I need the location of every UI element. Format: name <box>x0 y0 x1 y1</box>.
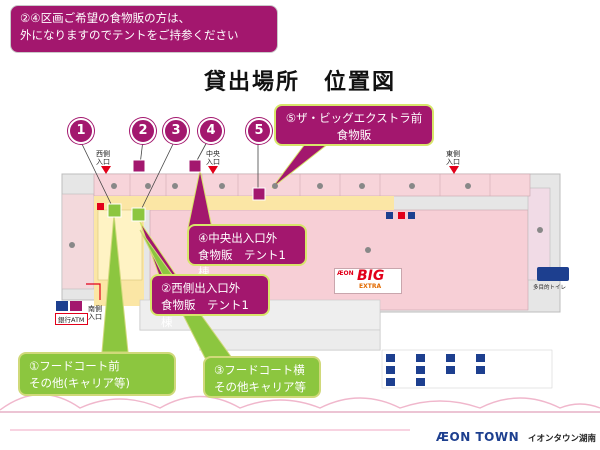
callout-2-line2: 食物販 テント1 棟 <box>161 298 249 329</box>
marker-3: 3 <box>163 118 189 144</box>
callout-3-line2: その他キャリア等 <box>214 380 306 394</box>
callout-5-line2: 食物販 <box>336 128 372 142</box>
atm-label: 銀行ATM <box>55 313 88 325</box>
callout-4: ④中央出入口外 食物販 テント1 棟 <box>187 224 307 279</box>
toilet-icon <box>537 267 569 281</box>
callout-1-line1: ①フードコート前 <box>29 359 120 373</box>
page-title: 貸出場所 位置図 <box>203 70 396 95</box>
marker-1: 1 <box>68 118 94 144</box>
aeon-town-logo: ÆON TOWN <box>436 430 520 444</box>
marker-5: 5 <box>246 118 272 144</box>
center-entrance-label: 中央 入口 <box>206 150 220 166</box>
east-entrance-arrow <box>449 166 459 174</box>
aeon-mini-logo: ÆON <box>337 270 354 277</box>
toilet-label: 多目的トイレ <box>533 285 567 291</box>
top-note: ②④区画ご希望の食物販の方は、 外になりますのでテントをご持参ください <box>10 5 278 53</box>
location-3-marker <box>131 207 146 222</box>
callout-3: ③フードコート横 その他キャリア等 <box>203 356 321 398</box>
south-entrance-label: 南側 入口 <box>88 305 102 321</box>
corridor-north <box>94 196 394 210</box>
west-entrance-label: 西側 入口 <box>96 150 110 166</box>
location-2-marker <box>132 159 146 173</box>
aeon-town-name-jp: イオンタウン湖南 <box>528 434 597 444</box>
marker-4: 4 <box>198 118 224 144</box>
location-5-marker <box>252 187 266 201</box>
callout-2-line1: ②西側出入口外 <box>161 281 241 295</box>
atm-icon-2 <box>70 301 82 311</box>
big-extra-logo: ÆON BIG EXTRA <box>334 268 402 294</box>
extra-logo-text: EXTRA <box>359 283 382 290</box>
center-entrance-arrow <box>208 166 218 174</box>
pointer-line-3 <box>139 139 176 213</box>
atm-icon <box>56 301 68 311</box>
big-logo-text: BIG <box>357 268 385 284</box>
ground-decoration <box>0 393 600 411</box>
location-4-marker <box>188 159 202 173</box>
east-entrance-label: 東側 入口 <box>446 150 460 166</box>
callout-1-line2: その他(キャリア等) <box>29 376 130 390</box>
marker-2: 2 <box>130 118 156 144</box>
legend-box <box>381 349 553 389</box>
south-entrance-arrow <box>86 283 101 300</box>
callout-5: ⑤ザ・ビッグエクストラ前 食物販 <box>274 104 434 146</box>
callout-4-line2: 食物販 テント1 棟 <box>198 248 286 279</box>
west-wing <box>61 193 95 290</box>
callout-4-line1: ④中央出入口外 <box>198 231 278 245</box>
pointer-line-1 <box>79 139 114 209</box>
callout-2: ②西側出入口外 食物販 テント1 棟 <box>150 274 270 329</box>
location-1-marker <box>107 203 122 218</box>
callout-3-line1: ③フードコート横 <box>214 363 305 377</box>
top-note-line2: 外になりますのでテントをご持参ください <box>20 28 239 42</box>
west-entrance-arrow <box>101 166 111 174</box>
south-sub-area <box>199 329 381 351</box>
callout-1: ①フードコート前 その他(キャリア等) <box>18 352 176 396</box>
north-shop-row <box>93 173 531 197</box>
callout-5-line1: ⑤ザ・ビッグエクストラ前 <box>285 111 423 125</box>
top-note-line1: ②④区画ご希望の食物販の方は、 <box>20 11 191 25</box>
